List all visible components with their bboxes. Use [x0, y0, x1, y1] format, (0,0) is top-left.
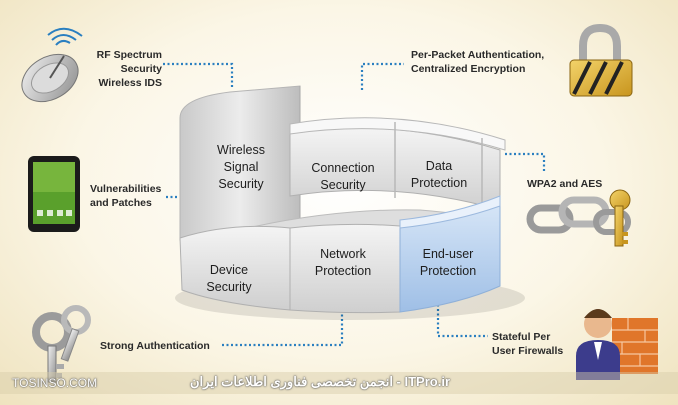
- footer-band: [0, 372, 678, 394]
- satellite-dish-icon: [21, 27, 83, 103]
- strong-auth-label: Strong Authentication: [100, 340, 210, 352]
- keys-icon: [32, 305, 91, 383]
- footer-brand-right: ITPro.ir - انجمن تخصصی فناوری اطلاعات ای…: [190, 374, 451, 389]
- wpa2-aes-label: WPA2 and AES: [527, 178, 603, 190]
- stateful-firewall-label: Stateful Per User Firewalls: [492, 331, 564, 357]
- segment-device-security: Device Security: [206, 263, 252, 294]
- segment-enduser-protection: End-user Protection: [419, 247, 477, 278]
- tablet-icon: [28, 156, 80, 232]
- chain-key-icon: [526, 189, 631, 247]
- packet-auth-label: Per-Packet Authentication, Centralized E…: [411, 49, 545, 75]
- vulnerabilities-label: Vulnerabilities and Patches: [90, 183, 162, 209]
- padlock-icon: [569, 23, 633, 97]
- segment-wireless-signal-security: Wireless Signal Security: [217, 143, 265, 191]
- segment-network-protection: Network Protection: [314, 247, 372, 278]
- user-firewall-icon: [576, 309, 658, 380]
- segment-data-protection: Data Protection: [410, 159, 468, 190]
- footer-brand-left: TOSINSO.COM: [12, 376, 98, 390]
- rf-security-label: RF Spectrum Security Wireless IDS: [96, 49, 162, 89]
- segment-connection-security: Connection Security: [311, 161, 375, 192]
